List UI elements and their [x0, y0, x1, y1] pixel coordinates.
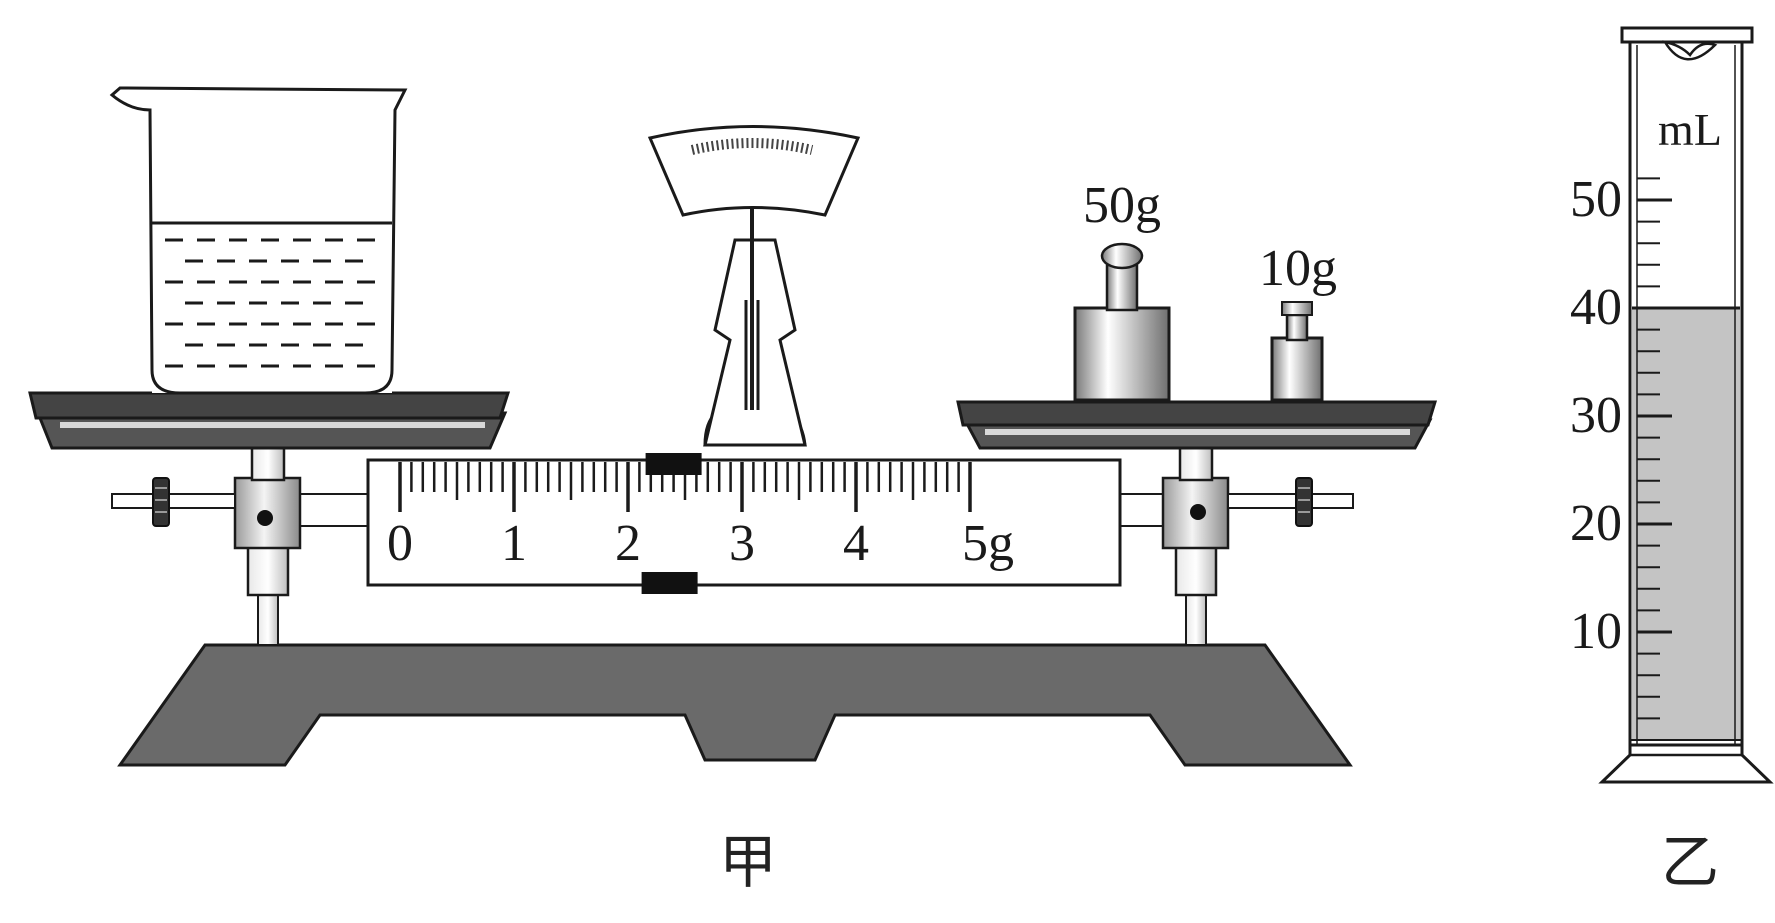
- scale-label: 2: [615, 515, 641, 572]
- scale-labels: 0 1 2 3 4 5g: [387, 515, 1014, 572]
- rider-bottom: [641, 572, 698, 594]
- scale-label: 1: [501, 515, 527, 572]
- balance-base: [117, 643, 1353, 767]
- weight-50g-label: 50g: [1083, 177, 1161, 234]
- beaker: [109, 86, 408, 395]
- scale-label: 0: [387, 515, 413, 572]
- weight-50g: 50g: [1073, 177, 1171, 402]
- left-support: [233, 446, 302, 646]
- cylinder-caption: 乙: [1661, 828, 1719, 896]
- scale-label: 5g: [962, 515, 1014, 572]
- beaker-liquid: [165, 238, 375, 368]
- scale-ticks: [398, 462, 972, 512]
- cylinder-base: [1598, 743, 1774, 784]
- cylinder-ticks: [1637, 177, 1672, 720]
- weight-10g-label: 10g: [1259, 240, 1337, 297]
- beam-scale: 0 1 2 3 4 5g: [366, 453, 1122, 594]
- balance: 0 1 2 3 4 5g 50g: [28, 86, 1438, 896]
- cylinder-scale-label: 30: [1570, 387, 1622, 444]
- graduated-cylinder: 10 20 30 40 50 mL 乙: [1570, 26, 1774, 896]
- right-support: [1161, 446, 1230, 646]
- pointer-stand: [647, 125, 861, 447]
- cylinder-scale-label: 50: [1570, 171, 1622, 228]
- right-pan: [956, 400, 1438, 450]
- cylinder-scale-labels: 10 20 30 40 50: [1570, 171, 1622, 660]
- right-balance-nut: [1227, 477, 1354, 527]
- pointer-dial: [647, 125, 861, 217]
- cylinder-unit: mL: [1658, 104, 1722, 155]
- cylinder-scale-label: 40: [1570, 279, 1622, 336]
- rider-top: [645, 453, 702, 475]
- scale-label: 3: [729, 515, 755, 572]
- weight-10g: 10g: [1259, 240, 1337, 402]
- cylinder-scale-label: 20: [1570, 495, 1622, 552]
- cylinder-spout: [1620, 26, 1754, 44]
- left-balance-nut: [111, 477, 236, 527]
- left-pan: [28, 391, 511, 450]
- balance-caption: 甲: [719, 828, 777, 896]
- cylinder-scale-label: 10: [1570, 603, 1622, 660]
- scale-label: 4: [843, 515, 869, 572]
